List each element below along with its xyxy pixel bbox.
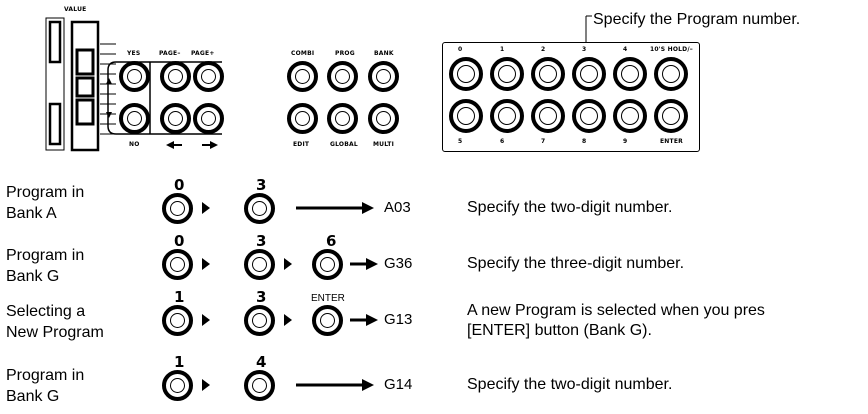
row-note: Specify the two-digit number.	[467, 376, 673, 393]
key-digit-label: 3	[256, 176, 267, 194]
bank-label: BANK	[374, 50, 394, 57]
bank-button[interactable]	[368, 61, 399, 92]
key-label-3: 3	[582, 46, 587, 53]
callout-leader	[585, 15, 592, 42]
cursor-left-button[interactable]	[160, 103, 191, 134]
key-label-8: 8	[582, 138, 587, 145]
key-6-button[interactable]	[490, 99, 524, 133]
key-label-1: 1	[500, 46, 505, 53]
key-label-tens-hold: 10'S HOLD/–	[650, 46, 693, 53]
key-press-icon	[162, 249, 193, 280]
key-4-button[interactable]	[613, 57, 647, 91]
row-note-line2: [ENTER] button (Bank G).	[467, 322, 652, 339]
key-9-button[interactable]	[613, 99, 647, 133]
row-label-line2: Bank G	[6, 268, 60, 285]
key-press-icon	[244, 370, 275, 401]
multi-button[interactable]	[368, 103, 399, 134]
key-digit-label: 4	[256, 353, 267, 371]
key-label-0: 0	[458, 46, 463, 53]
page-plus-label: PAGE+	[191, 50, 215, 57]
key-digit-label: 1	[174, 288, 185, 306]
key-press-icon	[244, 305, 275, 336]
combi-button[interactable]	[287, 61, 318, 92]
key-8-button[interactable]	[572, 99, 606, 133]
result-arrow-icon	[350, 314, 378, 326]
no-button[interactable]	[119, 103, 150, 134]
page-plus-button[interactable]	[193, 61, 224, 92]
key-label-5: 5	[458, 138, 463, 145]
key-press-icon	[312, 249, 343, 280]
key-tens-hold-button[interactable]	[654, 57, 688, 91]
prog-button[interactable]	[327, 61, 358, 92]
key-3-button[interactable]	[572, 57, 606, 91]
no-label: NO	[129, 141, 140, 148]
next-step-icon	[284, 314, 292, 326]
key-enter-button[interactable]	[654, 99, 688, 133]
cursor-arrows-icon	[166, 141, 218, 149]
row-note: Specify the two-digit number.	[467, 199, 673, 216]
row-label-line1: Program in	[6, 184, 85, 201]
result-arrow-icon	[296, 379, 374, 391]
row-note: Specify the three-digit number.	[467, 255, 685, 272]
key-0-button[interactable]	[449, 57, 483, 91]
key-press-icon	[162, 305, 193, 336]
key-digit-label: 0	[174, 232, 185, 250]
row-label-line1: Program in	[6, 367, 85, 384]
value-label: VALUE	[64, 6, 87, 13]
key-press-icon	[312, 305, 343, 336]
key-digit-label: 3	[256, 232, 267, 250]
key-press-icon	[244, 249, 275, 280]
prog-label: PROG	[335, 50, 355, 57]
key-digit-label: 6	[326, 232, 337, 250]
next-step-icon	[202, 314, 210, 326]
row-label-line1: Selecting a	[6, 303, 86, 320]
key-2-button[interactable]	[531, 57, 565, 91]
row-label-line2: Bank G	[6, 388, 60, 405]
key-press-icon	[162, 370, 193, 401]
result-program: G36	[384, 255, 413, 272]
cursor-right-button[interactable]	[193, 103, 224, 134]
key-press-icon	[244, 193, 275, 224]
key-label-2: 2	[541, 46, 546, 53]
key-label-9: 9	[623, 138, 628, 145]
key-5-button[interactable]	[449, 99, 483, 133]
callout-text: Specify the Program number.	[593, 11, 801, 28]
result-program: G13	[384, 311, 413, 328]
row-note-line1: A new Program is selected when you pres	[467, 302, 765, 319]
edit-label: EDIT	[293, 141, 310, 148]
row-label-line2: Bank A	[6, 205, 57, 222]
row-label-line2: New Program	[6, 324, 104, 341]
value-slider[interactable]	[44, 14, 124, 154]
page-minus-label: PAGE–	[159, 50, 181, 57]
yes-button[interactable]	[119, 61, 150, 92]
key-1-button[interactable]	[490, 57, 524, 91]
multi-label: MULTI	[373, 141, 394, 148]
global-label: GLOBAL	[330, 141, 358, 148]
result-arrow-icon	[296, 202, 374, 214]
numeric-keypad-frame	[442, 42, 700, 152]
next-step-icon	[284, 258, 292, 270]
result-program: A03	[384, 199, 411, 216]
result-program: G14	[384, 376, 413, 393]
edit-button[interactable]	[287, 103, 318, 134]
next-step-icon	[202, 379, 210, 391]
yes-label: YES	[127, 50, 141, 57]
key-digit-label: 0	[174, 176, 185, 194]
next-step-icon	[202, 258, 210, 270]
key-digit-label: 1	[174, 353, 185, 371]
key-enter-label: ENTER	[311, 293, 345, 304]
key-label-7: 7	[541, 138, 546, 145]
key-label-enter: ENTER	[660, 138, 683, 145]
key-7-button[interactable]	[531, 99, 565, 133]
row-label-line1: Program in	[6, 247, 85, 264]
global-button[interactable]	[327, 103, 358, 134]
combi-label: COMBI	[291, 50, 315, 57]
key-digit-label: 3	[256, 288, 267, 306]
key-label-6: 6	[500, 138, 505, 145]
key-label-4: 4	[623, 46, 628, 53]
next-step-icon	[202, 202, 210, 214]
page-minus-button[interactable]	[160, 61, 191, 92]
key-press-icon	[162, 193, 193, 224]
result-arrow-icon	[350, 258, 378, 270]
